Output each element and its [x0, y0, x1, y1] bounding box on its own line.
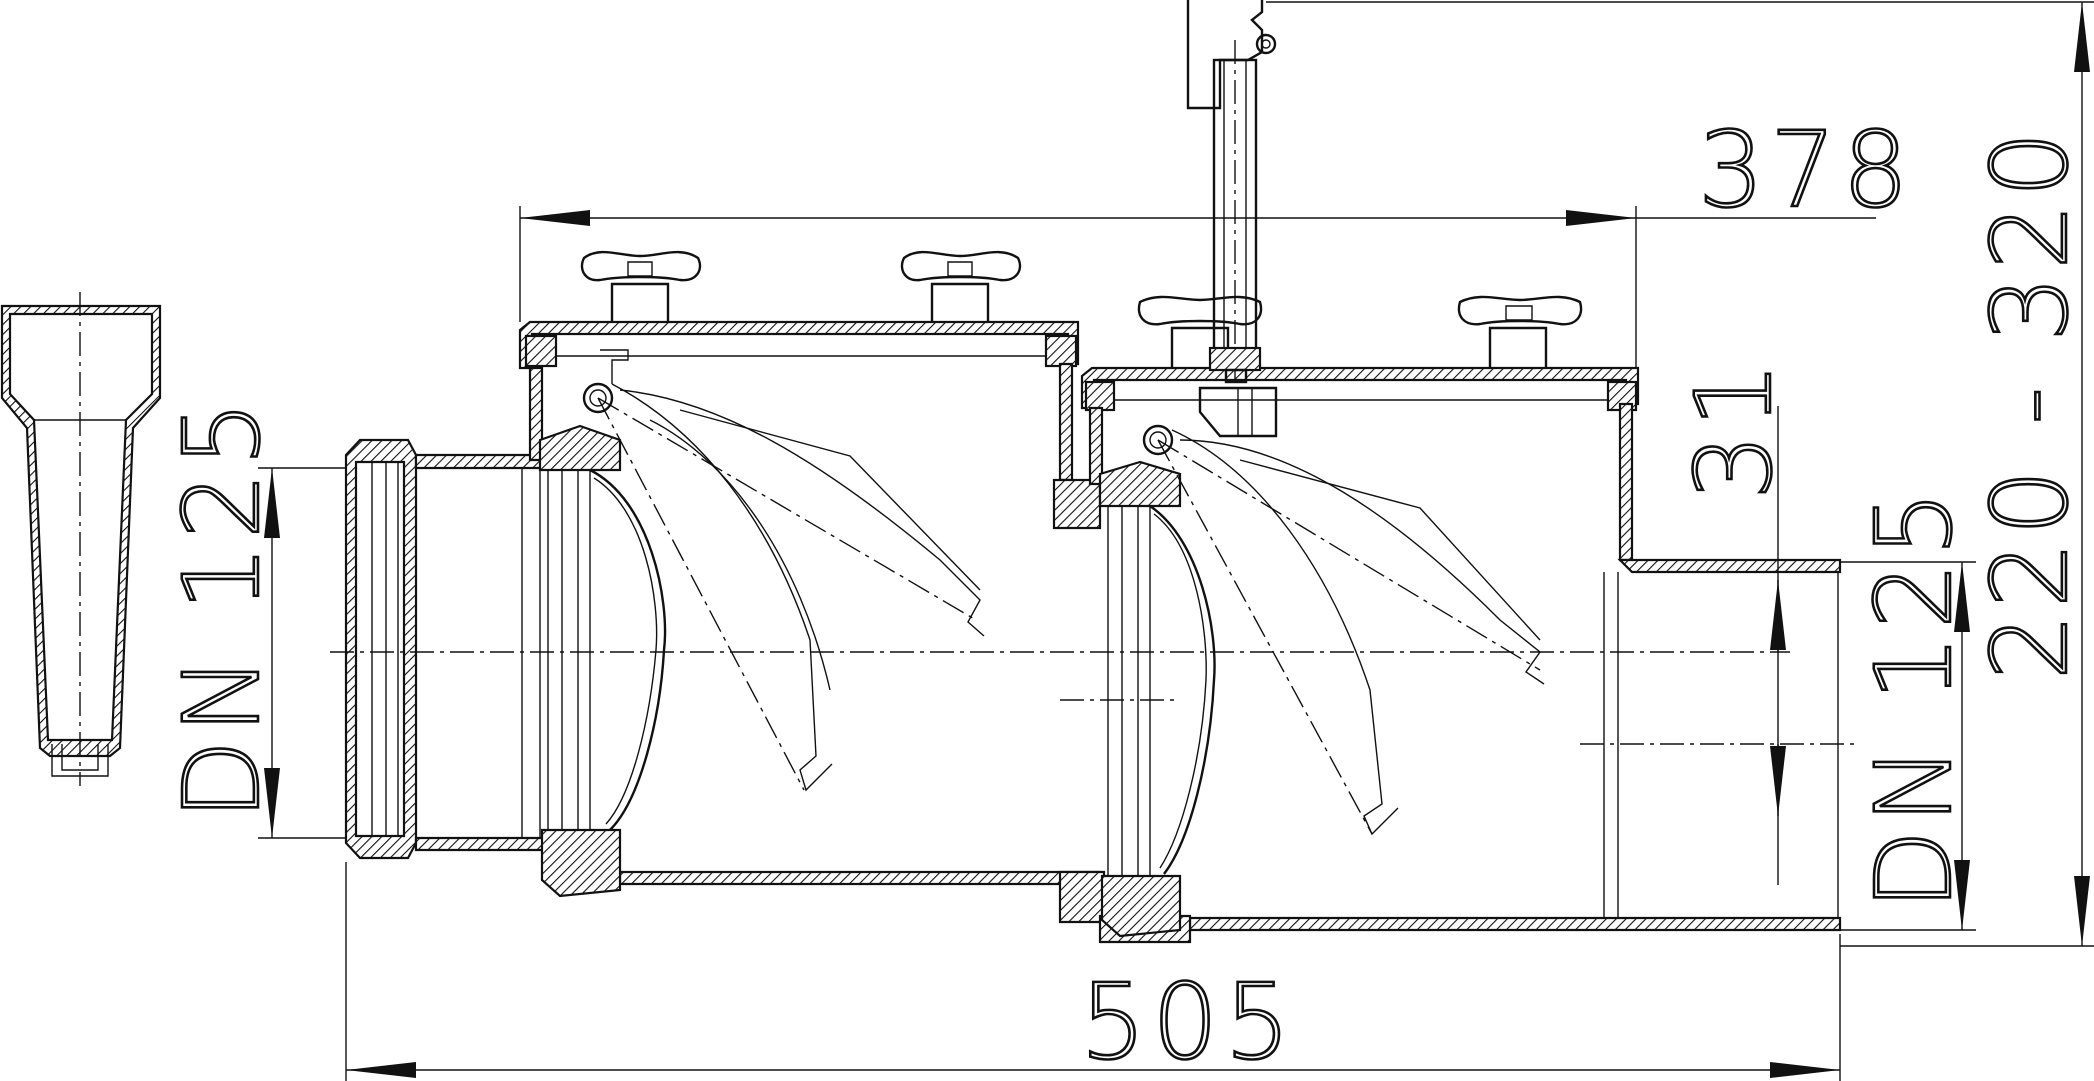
center-lines [330, 651, 1856, 745]
dimension-31-label: 31 [1673, 356, 1795, 500]
dimension-378-label: 378 [1698, 109, 1915, 231]
funnel-tool-detail [0, 292, 162, 786]
second-chamber [1080, 295, 1842, 944]
dimension-inlet-dn-label: DN 125 [161, 395, 283, 820]
dimension-outlet-dn-label: DN 125 [1853, 485, 1975, 910]
emergency-lever [1186, 0, 1278, 438]
inlet-pipe [344, 438, 550, 860]
hand-screw [1457, 295, 1583, 368]
dimension-lines [258, 1, 2094, 1081]
dimension-labels: 378 505 220 - 320 DN 125 DN 125 31 [160, 108, 2093, 1081]
hand-screw [580, 250, 702, 322]
dimension-505-label: 505 [1080, 961, 1297, 1081]
dimension-height-label: 220 - 320 [1969, 125, 2091, 680]
hand-screw [900, 250, 1022, 322]
first-chamber [518, 250, 1106, 924]
